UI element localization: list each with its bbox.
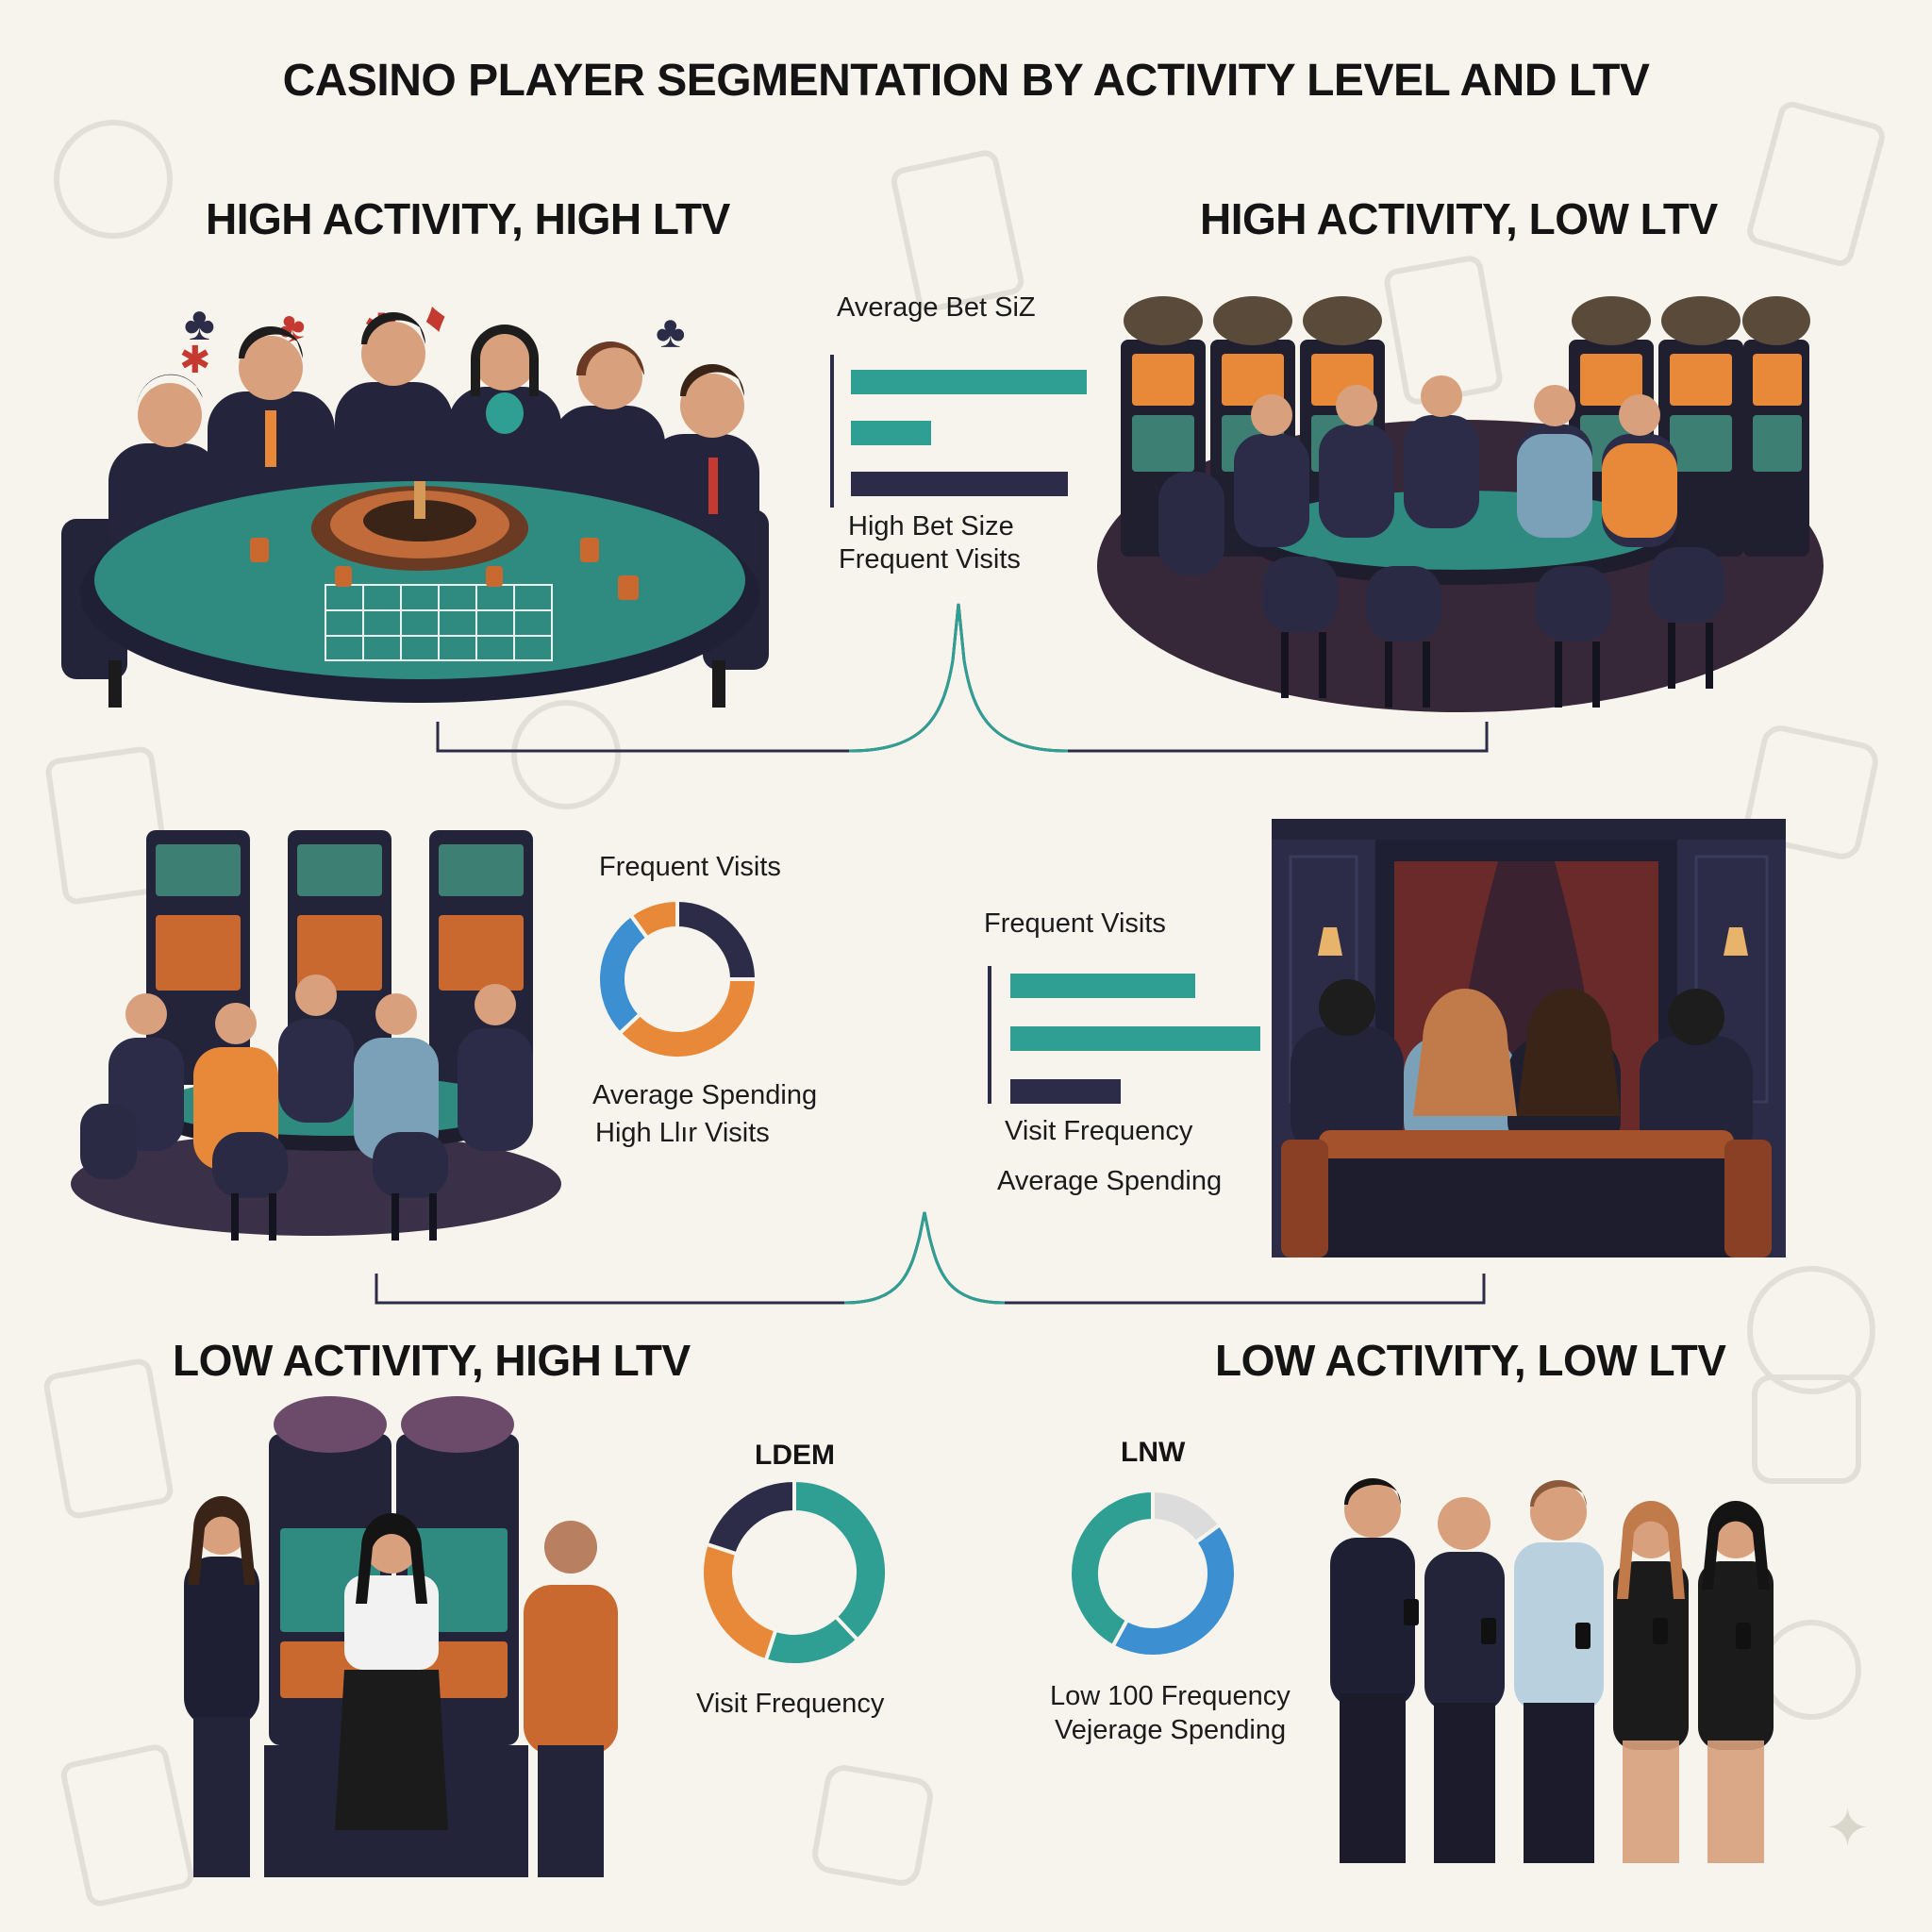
chart3-bar-2 <box>1010 1026 1260 1051</box>
chip-stacks <box>250 538 639 600</box>
chart2-caption-1: Average Spending <box>592 1080 818 1110</box>
playing-card-icon <box>891 150 1024 312</box>
chart2-slice-3 <box>596 912 651 1037</box>
chart2-slice-4 <box>627 897 679 941</box>
frequent-visits-donut-chart <box>596 897 759 1060</box>
segment-title-high-activity-high-ltv: HIGH ACTIVITY, HIGH LTV <box>206 194 730 243</box>
chart1-heading: Average Bet SiZ <box>837 292 1036 323</box>
chart5-slice-3 <box>1068 1488 1155 1649</box>
chart1-caption-1: High Bet Size <box>848 511 1014 541</box>
chart1-bar-3 <box>851 472 1068 496</box>
svg-text:♣: ♣ <box>656 308 686 358</box>
visit-frequency-bar-chart <box>988 966 1260 1104</box>
chart5-slice-2 <box>1109 1522 1238 1658</box>
chart4-slice-4 <box>704 1477 796 1557</box>
chart4-caption-1: Visit Frequency <box>696 1689 885 1719</box>
chart3-caption-1: Visit Frequency <box>1005 1116 1193 1146</box>
playing-card-icon <box>43 1358 174 1519</box>
chart1-bar-1 <box>851 370 1087 394</box>
dice-icon <box>1744 725 1878 859</box>
chart5-caption-1: Low 100 Frequency <box>1050 1681 1291 1711</box>
segment-title-low-activity-low-ltv: LOW ACTIVITY, LOW LTV <box>1215 1336 1726 1385</box>
chart2-caption-2: High Llır Visits <box>595 1118 770 1148</box>
chart3-bar-3 <box>1010 1079 1121 1104</box>
segment-title-low-activity-high-ltv: LOW ACTIVITY, HIGH LTV <box>173 1336 691 1385</box>
slot-machine-group-scene <box>184 1396 618 1877</box>
lnw-donut-chart <box>1068 1488 1238 1658</box>
svg-text:♣: ♣ <box>184 302 215 350</box>
page-title: CASINO PLAYER SEGMENTATION BY ACTIVITY L… <box>282 56 1650 106</box>
dice-icon <box>812 1765 933 1886</box>
chart5-caption-2: Vejerage Spending <box>1055 1715 1287 1745</box>
chart1-bar-2 <box>851 421 931 445</box>
svg-text:♦: ♦ <box>418 302 452 343</box>
theater-lounge-scene <box>1272 819 1786 1257</box>
chart2-heading: Frequent Visits <box>599 852 781 882</box>
wall-lamp-icon <box>1318 927 1748 956</box>
roulette-table-scene: ♣ ✱ ♣ ♦ ♣ ✱ <box>61 302 769 708</box>
playing-card-icon <box>1747 102 1885 266</box>
chart3-bar-1 <box>1010 974 1195 998</box>
poker-chip-icon <box>1747 1266 1875 1394</box>
chart4-heading: LDEM <box>755 1440 835 1471</box>
chart4-slice-1 <box>792 1477 889 1643</box>
chart4-slice-3 <box>700 1541 778 1663</box>
chart4-slice-2 <box>763 1613 860 1667</box>
chart5-heading: LNW <box>1121 1437 1186 1468</box>
svg-text:✱: ✱ <box>179 340 211 381</box>
chart3-heading: Frequent Visits <box>984 908 1166 939</box>
chart3-caption-2: Average Spending <box>997 1166 1223 1196</box>
ldem-donut-chart <box>700 1477 889 1667</box>
slot-machines-players-scene <box>71 830 561 1241</box>
chart2-slice-1 <box>675 897 759 981</box>
chart1-caption-2: Frequent Visits <box>839 544 1021 575</box>
players-group <box>1330 1478 1774 1863</box>
slot-machines-table-scene <box>1097 296 1824 712</box>
dice-icon <box>1752 1374 1861 1484</box>
playing-card-icon <box>45 746 172 905</box>
phone-icons <box>1404 1599 1751 1649</box>
poker-chip-icon <box>511 700 621 809</box>
players-group <box>184 1496 618 1877</box>
connector-top <box>436 603 1489 753</box>
roulette-wheel-icon <box>311 481 528 571</box>
segment-title-high-activity-low-ltv: HIGH ACTIVITY, LOW LTV <box>1200 194 1718 243</box>
sparkle-icon: ✦ <box>1825 1798 1870 1857</box>
playing-card-icon <box>60 1744 194 1907</box>
poker-chip-icon <box>54 120 173 239</box>
average-bet-size-bar-chart <box>830 355 1087 508</box>
chart2-slice-2 <box>616 977 759 1060</box>
connector-middle <box>375 1211 1486 1305</box>
people-with-phones-scene <box>1330 1478 1774 1863</box>
